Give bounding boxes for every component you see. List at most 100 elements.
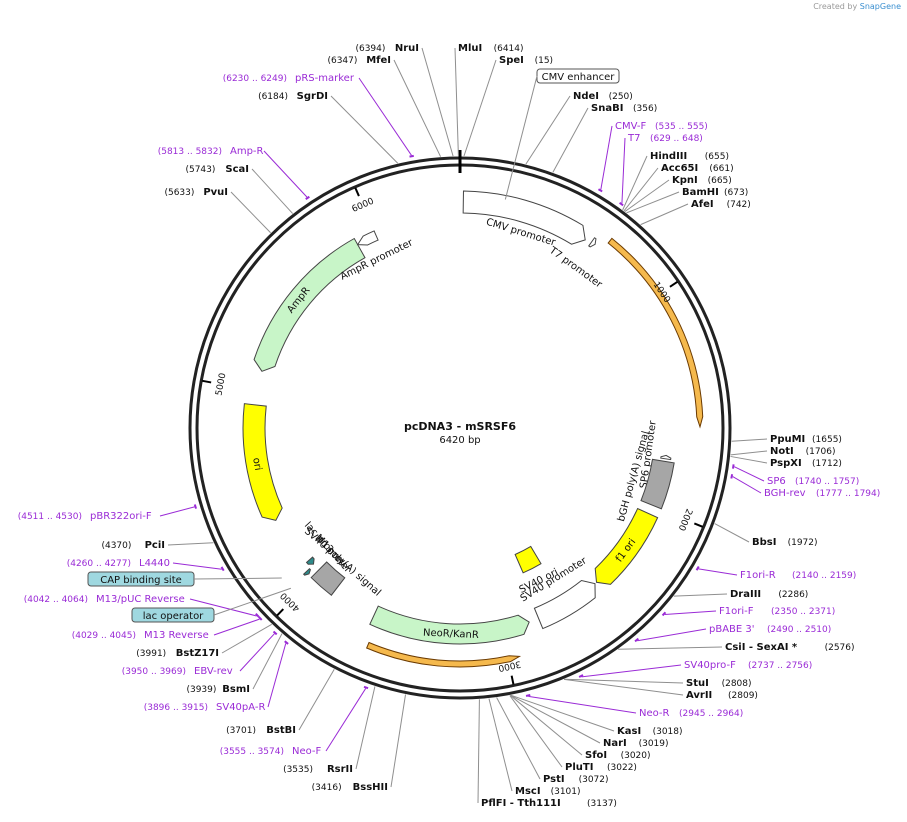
boxed-feature-cmv-enhancer[interactable]: CMV enhancer: [504, 68, 620, 200]
leader-line: [621, 137, 626, 204]
enzyme-site-csii-sexai[interactable]: CsiI - SexAI *(2576): [725, 642, 855, 653]
enzyme-site-snabi[interactable]: SnaBI(356): [591, 103, 657, 114]
enzyme-name: NdeI: [573, 91, 599, 102]
enzyme-site-nrui[interactable]: NruI(6394): [355, 43, 419, 54]
enzyme-site-draiii[interactable]: DraIII(2286): [730, 589, 808, 600]
primer-bgh-rev[interactable]: BGH-rev(1777 .. 1794): [730, 474, 880, 499]
enzyme-site-bbsi[interactable]: BbsI(1972): [752, 537, 818, 548]
primer-mark: [193, 504, 198, 509]
boxed-feature-lac-operator[interactable]: lac operator: [131, 587, 292, 623]
enzyme-site-pspxi[interactable]: PspXI(1712): [770, 458, 842, 469]
primer-ebv-rev[interactable]: (3950 .. 3969)EBV-rev: [122, 630, 278, 677]
primer-f1ori-r[interactable]: F1ori-R(2140 .. 2159): [695, 565, 857, 581]
enzyme-position: (5743): [185, 165, 215, 175]
enzyme-site-spei[interactable]: SpeI(15): [499, 55, 553, 66]
leader-line: [263, 150, 308, 198]
enzyme-site-bamhi[interactable]: BamHI (673): [682, 187, 748, 198]
primer-name: M13/pUC Reverse: [96, 594, 185, 605]
enzyme-site-pvui[interactable]: PvuI(5633): [164, 187, 228, 198]
leader-line: [504, 75, 538, 200]
enzyme-site-kasi[interactable]: KasI(3018): [617, 726, 683, 737]
primer-amp-r[interactable]: (5813 .. 5832)Amp-R: [158, 146, 310, 200]
enzyme-site-nari[interactable]: NarI(3019): [603, 738, 669, 749]
enzyme-site-sgrdi[interactable]: SgrDI(6184): [258, 91, 328, 102]
leader-line: [355, 686, 376, 770]
plasmid-length: 6420 bp: [439, 435, 480, 446]
tick-label-5000: 5000: [214, 372, 228, 397]
primer-neo-f[interactable]: (3555 .. 3574)Neo-F: [220, 685, 369, 757]
primer-sp6[interactable]: SP6(1740 .. 1757): [732, 464, 859, 487]
enzyme-site-bstz17i[interactable]: BstZ17I(3991): [136, 648, 219, 659]
primer-pbabe-3[interactable]: pBABE 3'(2490 .. 2510): [634, 624, 831, 643]
leader-line: [510, 694, 615, 732]
primer-name: SV40pA-R: [216, 702, 265, 713]
boxed-feature-cap-binding-site[interactable]: CAP binding site: [87, 571, 282, 587]
primer-name: SP6: [767, 476, 786, 487]
enzyme-site-pflfi-tth111i[interactable]: PflFI - Tth111I(3137): [481, 798, 617, 809]
feature-lac-promoter: [305, 556, 315, 565]
feature-neor-kanr: [369, 605, 530, 645]
primer-mark: [409, 154, 414, 158]
primer-l4440[interactable]: (4260 .. 4277)L4440: [67, 558, 225, 572]
primer-range: (4260 .. 4277): [67, 559, 131, 569]
enzyme-site-afei[interactable]: AfeI(742): [691, 199, 751, 210]
primer-f1ori-f[interactable]: F1ori-F(2350 .. 2371): [661, 606, 836, 617]
leader-line: [509, 694, 583, 756]
enzyme-name: PstI: [543, 774, 565, 785]
primer-name: BGH-rev: [764, 488, 806, 499]
feature-sp6-promoter: [660, 454, 672, 461]
enzyme-name: MluI: [458, 43, 482, 54]
enzyme-site-pluti[interactable]: PluTI(3022): [565, 762, 637, 773]
enzyme-site-msci[interactable]: MscI(3101): [515, 786, 581, 797]
enzyme-position: (356): [633, 104, 657, 114]
enzyme-position: (4370): [101, 541, 131, 551]
enzyme-site-scai[interactable]: ScaI(5743): [185, 164, 249, 175]
primer-neo-r[interactable]: Neo-R(2945 .. 2964): [525, 693, 743, 719]
enzyme-position: (5633): [164, 188, 194, 198]
enzyme-site-mlui[interactable]: MluI(6414): [458, 43, 524, 54]
primer-mark: [525, 693, 531, 697]
enzyme-site-bsmi[interactable]: BsmI(3939): [186, 684, 250, 695]
leader-line: [251, 168, 294, 214]
enzyme-name: AvrII: [686, 690, 712, 701]
enzyme-name: StuI: [686, 678, 709, 689]
primer-range: (3896 .. 3915): [144, 703, 208, 713]
enzyme-site-pcii[interactable]: PciI(4370): [101, 540, 165, 551]
primer-sv40pro-f[interactable]: SV40pro-F(2737 .. 2756): [578, 660, 812, 678]
enzyme-site-sfoi[interactable]: SfoI(3020): [585, 750, 651, 761]
enzyme-site-ndei[interactable]: NdeI (250): [573, 91, 633, 102]
primer-name: T7: [627, 133, 640, 144]
enzyme-site-bstbi[interactable]: BstBI(3701): [226, 725, 296, 736]
tick-mark-2000: [693, 522, 704, 528]
enzyme-site-noti[interactable]: NotI(1706): [770, 446, 836, 457]
enzyme-site-ppumi[interactable]: PpuMI(1655): [770, 434, 842, 445]
enzyme-site-hindiii[interactable]: HindIII(655): [650, 151, 729, 162]
primer-name: EBV-rev: [194, 666, 233, 677]
feature-box-label: CMV enhancer: [542, 72, 616, 83]
primer-m13-reverse[interactable]: (4029 .. 4045)M13 Reverse: [72, 616, 263, 641]
enzyme-position: (673): [724, 188, 748, 198]
primer-pbr322ori-f[interactable]: (4511 .. 4530)pBR322ori-F: [18, 504, 198, 522]
enzyme-site-avrii[interactable]: AvrII(2809): [686, 690, 758, 701]
primer-t7[interactable]: T7(629 .. 648): [619, 133, 703, 207]
leader-line: [358, 77, 412, 156]
primer-mark: [578, 674, 584, 678]
enzyme-site-stui[interactable]: StuI (2808): [686, 678, 752, 689]
primer-mark: [363, 685, 369, 690]
primer-cmv-f[interactable]: CMV-F(535 .. 555): [597, 121, 708, 193]
enzyme-position: (2808): [722, 679, 752, 689]
enzyme-site-bsshii[interactable]: BssHII(3416): [312, 782, 388, 793]
enzyme-name: BamHI: [682, 187, 719, 198]
enzyme-site-mfei[interactable]: MfeI(6347): [327, 55, 391, 66]
primer-m13-puc-reverse[interactable]: (4042 .. 4064)M13/pUC Reverse: [24, 594, 260, 618]
enzyme-name: SgrDI: [297, 91, 328, 102]
enzyme-site-psti[interactable]: PstI(3072): [543, 774, 609, 785]
leader-line: [637, 628, 707, 642]
enzyme-position: (250): [609, 92, 633, 102]
enzyme-site-kpni[interactable]: KpnI(665): [672, 175, 732, 186]
primer-sv40pa-r[interactable]: (3896 .. 3915) SV40pA-R: [144, 640, 289, 713]
primer-prs-marker[interactable]: (6230 .. 6249)pRS-marker: [223, 73, 414, 158]
enzyme-site-acc65i[interactable]: Acc65I(661): [661, 163, 734, 174]
enzyme-position: (3535): [283, 765, 313, 775]
enzyme-site-rsrii[interactable]: RsrII(3535): [283, 764, 353, 775]
